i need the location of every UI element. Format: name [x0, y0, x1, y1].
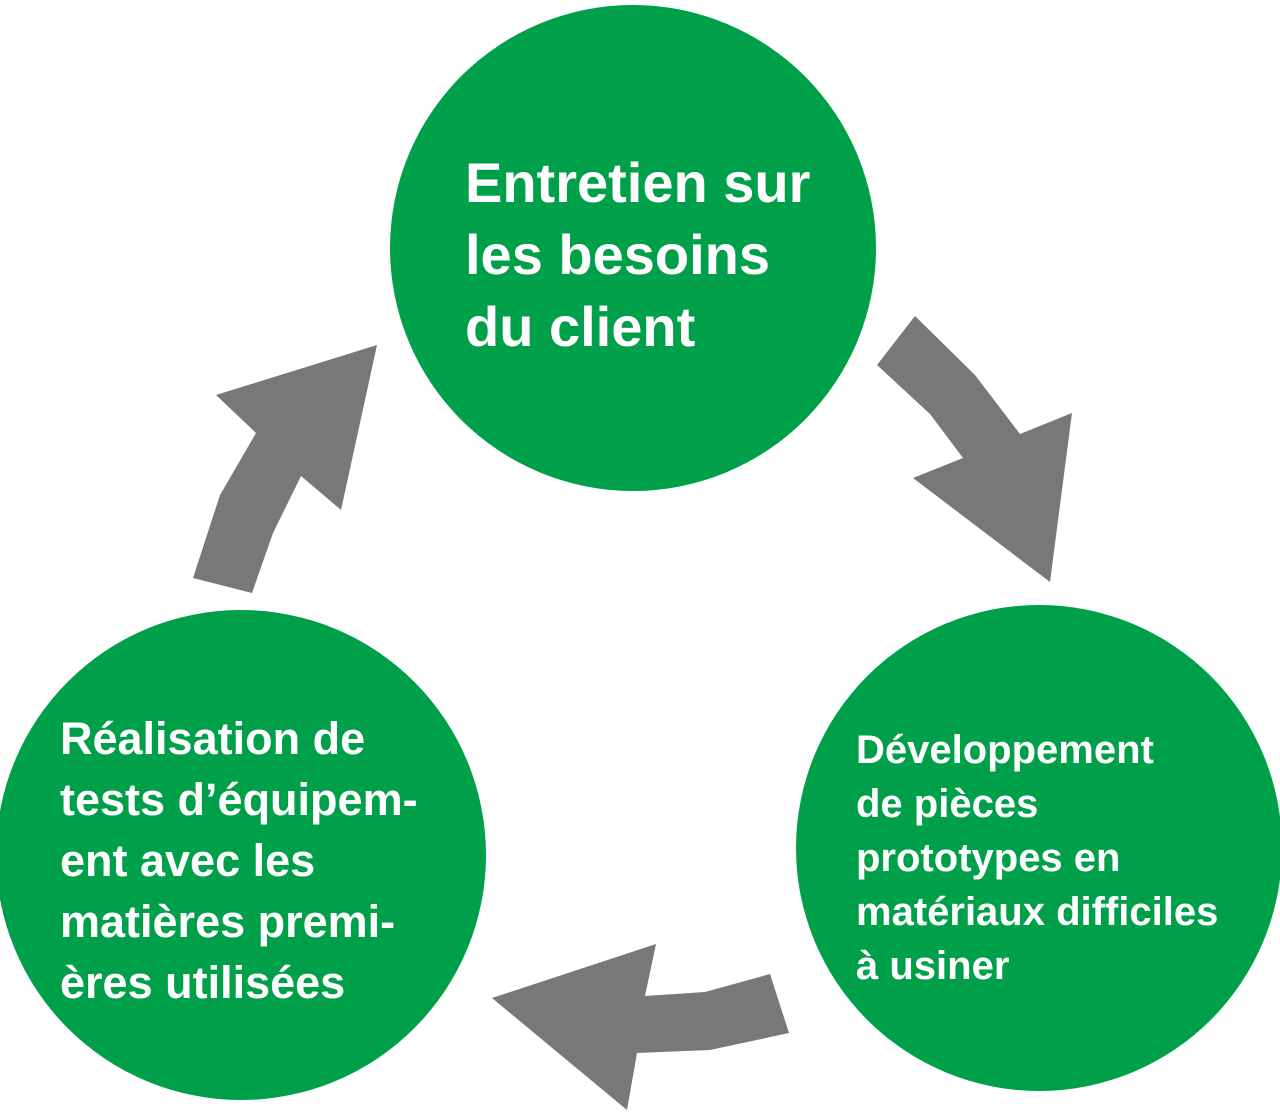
arrow-top-to-right	[877, 316, 1072, 582]
node-prototype-development: Développement de pièces prototypes en ma…	[796, 605, 1280, 1091]
node-customer-needs: Entretien sur les besoins du client	[390, 5, 876, 491]
node-text-line: ent avec les	[60, 835, 316, 886]
node-text-line: ères utilisées	[60, 957, 346, 1008]
node-customer-needs-text: Entretien sur les besoins du client	[465, 147, 810, 363]
arrow-left-to-top	[193, 345, 377, 593]
node-equipment-tests: Réalisation de tests d’équipem- ent avec…	[0, 610, 486, 1100]
node-text-line: Développement	[856, 728, 1154, 772]
node-text-line: prototypes en	[856, 836, 1121, 880]
node-equipment-tests-text: Réalisation de tests d’équipem- ent avec…	[60, 708, 418, 1013]
node-text-line: matières premi-	[60, 896, 396, 947]
node-text-line: tests d’équipem-	[60, 774, 418, 825]
node-text-line: les besoins	[465, 223, 771, 286]
node-text-line: du client	[465, 295, 696, 358]
node-text-line: à usiner	[856, 944, 1010, 988]
node-text-line: Entretien sur	[465, 151, 811, 214]
node-text-line: Réalisation de	[60, 713, 366, 764]
arrow-right-to-left	[492, 944, 789, 1110]
node-text-line: de pièces	[856, 782, 1039, 826]
node-text-line: matériaux difficiles	[856, 890, 1219, 934]
node-prototype-development-text: Développement de pièces prototypes en ma…	[856, 723, 1218, 993]
